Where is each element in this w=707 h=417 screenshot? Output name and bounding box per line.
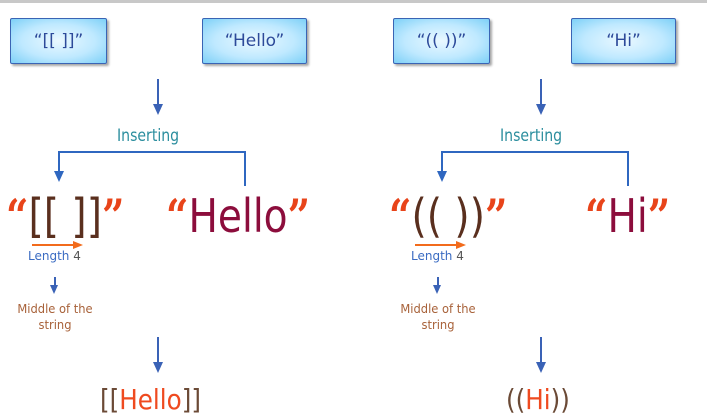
result-close: )) bbox=[550, 383, 570, 416]
inserting-label: Inserting bbox=[117, 126, 180, 146]
length-arrow-icon bbox=[32, 244, 74, 246]
pattern-box-text: “(( ))” bbox=[416, 31, 467, 51]
middle-line-2: string bbox=[38, 317, 72, 332]
middle-line-2: string bbox=[421, 317, 455, 332]
big-word: “Hello” bbox=[166, 193, 310, 239]
small-down-arrow-icon bbox=[54, 277, 56, 287]
length-label: Length 4 bbox=[28, 249, 81, 263]
bracket-connector bbox=[58, 151, 246, 153]
middle-line-1: Middle of the bbox=[17, 301, 93, 316]
result-arrowhead-icon bbox=[153, 362, 163, 373]
pattern-box: “[[ ]]” bbox=[10, 18, 107, 64]
result-text: ((Hi)) bbox=[506, 386, 570, 414]
pattern-chars: (( )) bbox=[411, 189, 485, 243]
length-value: 4 bbox=[73, 249, 81, 263]
quote-open: “ bbox=[389, 189, 412, 243]
big-pattern: “[[ ]]” bbox=[6, 193, 124, 239]
insert-arrow-icon bbox=[54, 171, 64, 182]
length-label: Length 4 bbox=[411, 249, 464, 263]
bracket-right-leg bbox=[627, 151, 629, 186]
result-word: Hello bbox=[119, 383, 182, 416]
length-arrow-icon bbox=[415, 244, 457, 246]
word-box: “Hi” bbox=[571, 18, 676, 64]
bracket-left-leg bbox=[441, 151, 443, 173]
word-chars: Hello bbox=[188, 189, 288, 243]
result-open: [[ bbox=[100, 383, 120, 416]
result-text: [[Hello]] bbox=[100, 386, 201, 414]
bracket-right-leg bbox=[244, 151, 246, 186]
length-word: Length bbox=[411, 249, 453, 263]
quote-close: ” bbox=[101, 189, 125, 243]
top-border bbox=[0, 0, 707, 3]
result-arrowhead-icon bbox=[536, 362, 546, 373]
quote-close: ” bbox=[484, 189, 508, 243]
pattern-chars: [[ ]] bbox=[28, 189, 102, 243]
down-arrowhead-icon bbox=[536, 104, 546, 115]
small-arrowhead-icon bbox=[433, 285, 441, 294]
result-open: (( bbox=[506, 383, 526, 416]
panel-hi: “(( ))” “Hi” Inserting “(( ))” “Hi” Leng… bbox=[357, 0, 707, 417]
panel-hello: “[[ ]]” “Hello” Inserting “[[ ]]” “Hello… bbox=[0, 0, 353, 417]
word-box-text: “Hi” bbox=[606, 31, 641, 51]
bracket-connector bbox=[441, 151, 629, 153]
quote-close: ” bbox=[647, 189, 671, 243]
length-word: Length bbox=[28, 249, 70, 263]
result-arrow-icon bbox=[157, 337, 159, 364]
down-arrow-icon bbox=[157, 79, 159, 105]
quote-open: “ bbox=[166, 189, 189, 243]
result-word: Hi bbox=[525, 383, 551, 416]
word-box: “Hello” bbox=[202, 18, 307, 64]
insert-arrow-icon bbox=[437, 171, 447, 182]
small-down-arrow-icon bbox=[437, 277, 439, 287]
inserting-label: Inserting bbox=[500, 126, 563, 146]
quote-open: “ bbox=[6, 189, 29, 243]
big-word: “Hi” bbox=[585, 193, 670, 239]
word-chars: Hi bbox=[607, 189, 648, 243]
big-pattern: “(( ))” bbox=[389, 193, 507, 239]
middle-label: Middle of the string bbox=[392, 301, 484, 333]
result-close: ]] bbox=[181, 383, 201, 416]
middle-line-1: Middle of the bbox=[400, 301, 476, 316]
word-box-text: “Hello” bbox=[224, 31, 285, 51]
result-arrow-icon bbox=[540, 337, 542, 364]
down-arrow-icon bbox=[540, 79, 542, 105]
quote-open: “ bbox=[585, 189, 608, 243]
length-arrowhead-icon bbox=[73, 241, 83, 249]
middle-label: Middle of the string bbox=[9, 301, 101, 333]
length-arrowhead-icon bbox=[456, 241, 466, 249]
pattern-box-text: “[[ ]]” bbox=[33, 31, 84, 51]
pattern-box: “(( ))” bbox=[393, 18, 490, 64]
bracket-left-leg bbox=[58, 151, 60, 173]
small-arrowhead-icon bbox=[50, 285, 58, 294]
length-value: 4 bbox=[456, 249, 464, 263]
down-arrowhead-icon bbox=[153, 104, 163, 115]
quote-close: ” bbox=[287, 189, 311, 243]
